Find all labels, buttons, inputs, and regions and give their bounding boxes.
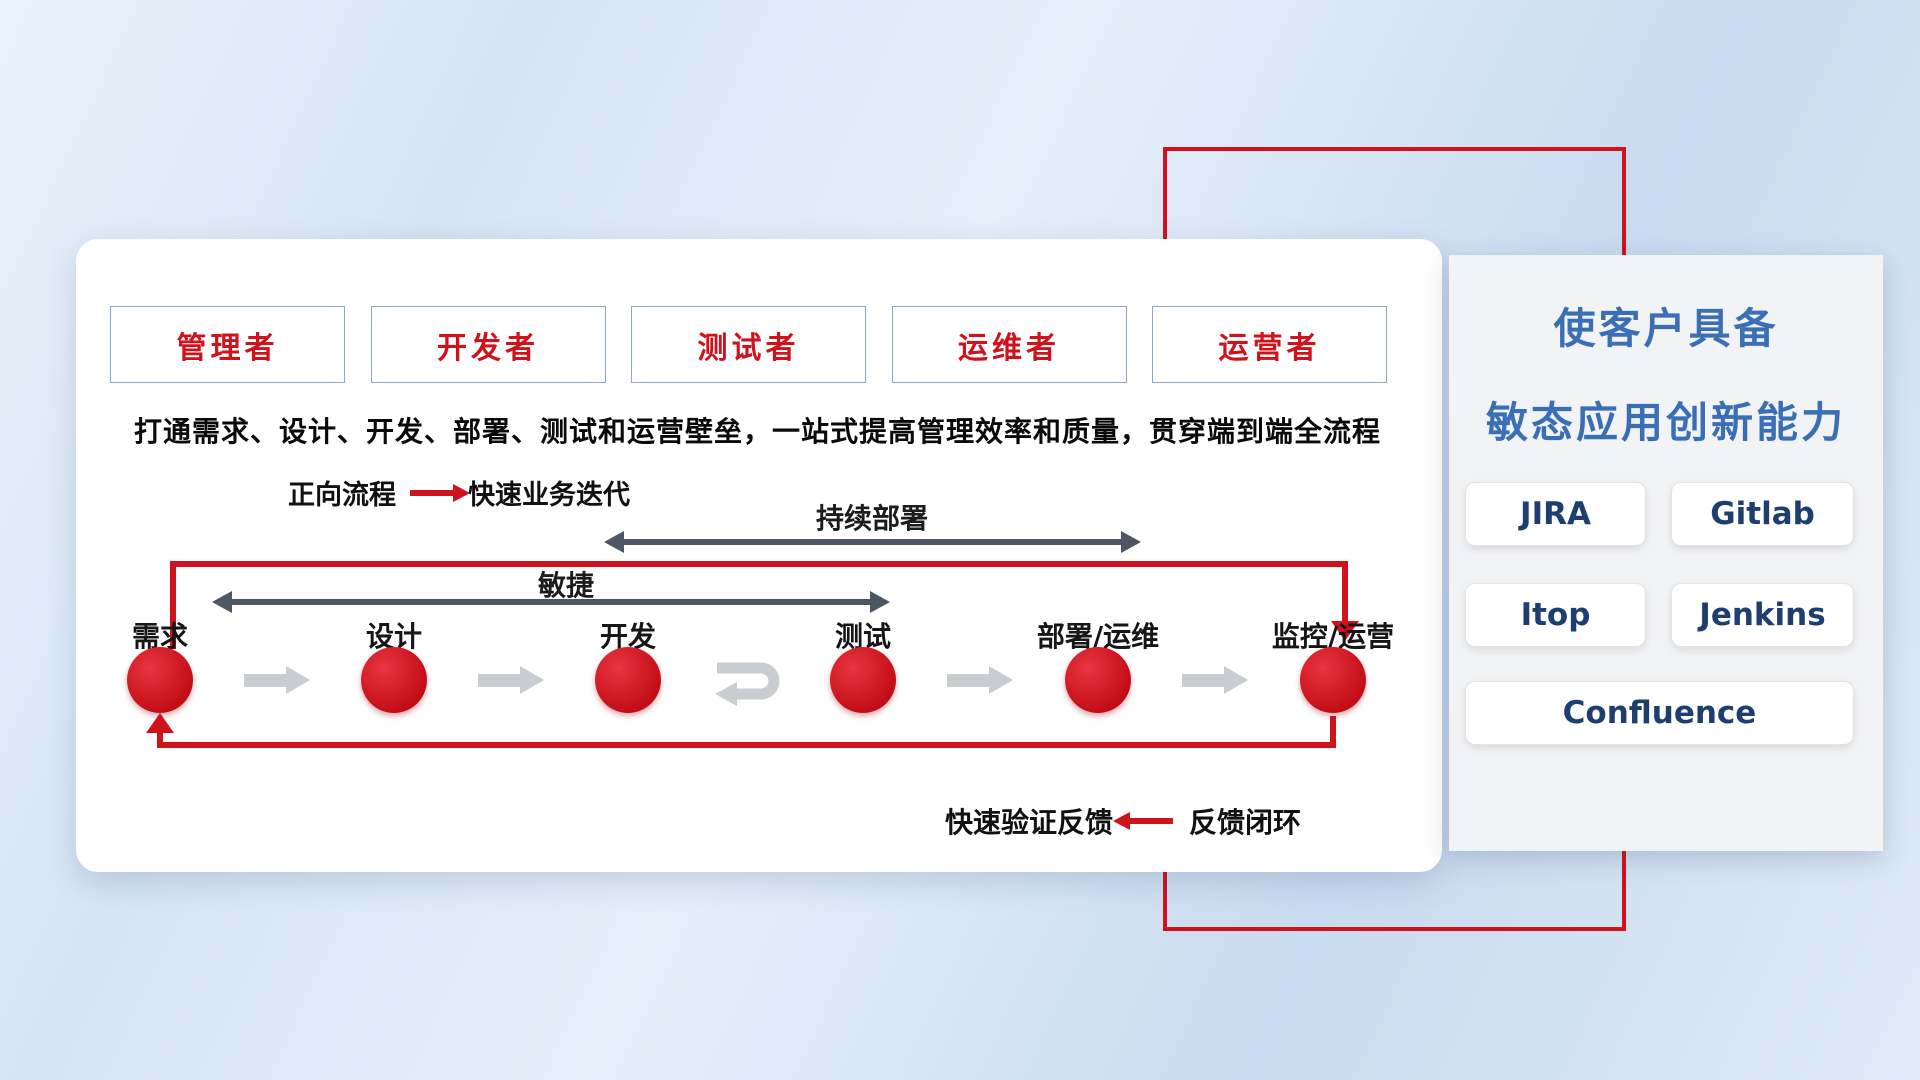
feedback-loop-right-segment (1330, 716, 1336, 745)
role-label-operator: 运营者 (1218, 330, 1321, 366)
forward-flow-label: 正向流程 (288, 480, 396, 511)
iteration-loop-arrow-icon (703, 654, 787, 710)
continuous-deploy-label: 持续部署 (815, 502, 929, 535)
feedback-loop-left-segment (157, 731, 163, 745)
left-arrow-icon (1113, 812, 1174, 830)
agile-label: 敏捷 (537, 569, 595, 602)
tool-chip-jenkins: Jenkins (1671, 583, 1854, 647)
role-label-operations: 运维者 (958, 330, 1060, 366)
feedback-caption: 快速验证反馈 (945, 806, 1114, 839)
panel-title-line1: 使客户具备 (1553, 304, 1779, 353)
feedback-loop-bottom-segment (157, 742, 1336, 748)
stage-node-monitor-operation (1300, 647, 1366, 713)
flow-arrow-icon (947, 666, 1013, 694)
capability-panel: 使客户具备 敏态应用创新能力 JIRA Gitlab Itop Jenkins … (1449, 255, 1883, 851)
stage-node-develop (595, 647, 661, 713)
tool-chip-gitlab: Gitlab (1671, 482, 1854, 546)
role-box-operator: 运营者 (1152, 306, 1387, 383)
feedback-legend: 快速验证反馈 反馈闭环 (945, 801, 1301, 841)
stage-node-deploy-ops (1065, 647, 1131, 713)
role-box-operations: 运维者 (891, 306, 1127, 383)
flow-arrow-icon (244, 666, 310, 694)
flow-arrow-icon (478, 666, 544, 694)
stage-node-design (361, 647, 427, 713)
role-box-developer: 开发者 (370, 306, 606, 383)
roles-row: 管理者 开发者 测试者 运维者 运营者 (110, 306, 1387, 383)
forward-loop-top-segment (170, 561, 1348, 567)
agile-double-arrow-icon (212, 591, 890, 613)
tool-chip-jira: JIRA (1465, 482, 1646, 546)
role-label-manager: 管理者 (176, 330, 279, 366)
role-box-manager: 管理者 (110, 306, 345, 383)
role-label-developer: 开发者 (437, 330, 539, 366)
forward-flow-legend: 正向流程 快速业务迭代 (288, 473, 630, 512)
feedback-label: 反馈闭环 (1189, 806, 1302, 839)
devops-flow-card: 管理者 开发者 测试者 运维者 运营者 打通需求、设计、开发、部署、测试和运营壁… (76, 239, 1442, 872)
description-text: 打通需求、设计、开发、部署、测试和运营壁垒，一站式提高管理效率和质量，贯穿端到端… (134, 415, 1382, 448)
forward-loop-arrowhead-icon (1331, 621, 1359, 641)
continuous-deploy-double-arrow-icon (604, 531, 1141, 553)
tool-chip-itop: Itop (1465, 583, 1646, 647)
forward-flow-caption: 快速业务迭代 (468, 480, 630, 511)
stage-node-demand (127, 647, 193, 713)
tool-chip-confluence: Confluence (1465, 681, 1854, 745)
role-box-tester: 测试者 (631, 306, 866, 383)
flow-arrow-icon (1182, 666, 1248, 694)
forward-loop-right-segment (1342, 561, 1348, 623)
panel-title-line2: 敏态应用创新能力 (1485, 398, 1846, 447)
stage-node-test (830, 647, 896, 713)
role-label-tester: 测试者 (697, 330, 800, 366)
feedback-loop-arrowhead-icon (146, 713, 174, 733)
forward-loop-left-segment (170, 561, 176, 649)
right-arrow-icon (410, 483, 470, 502)
